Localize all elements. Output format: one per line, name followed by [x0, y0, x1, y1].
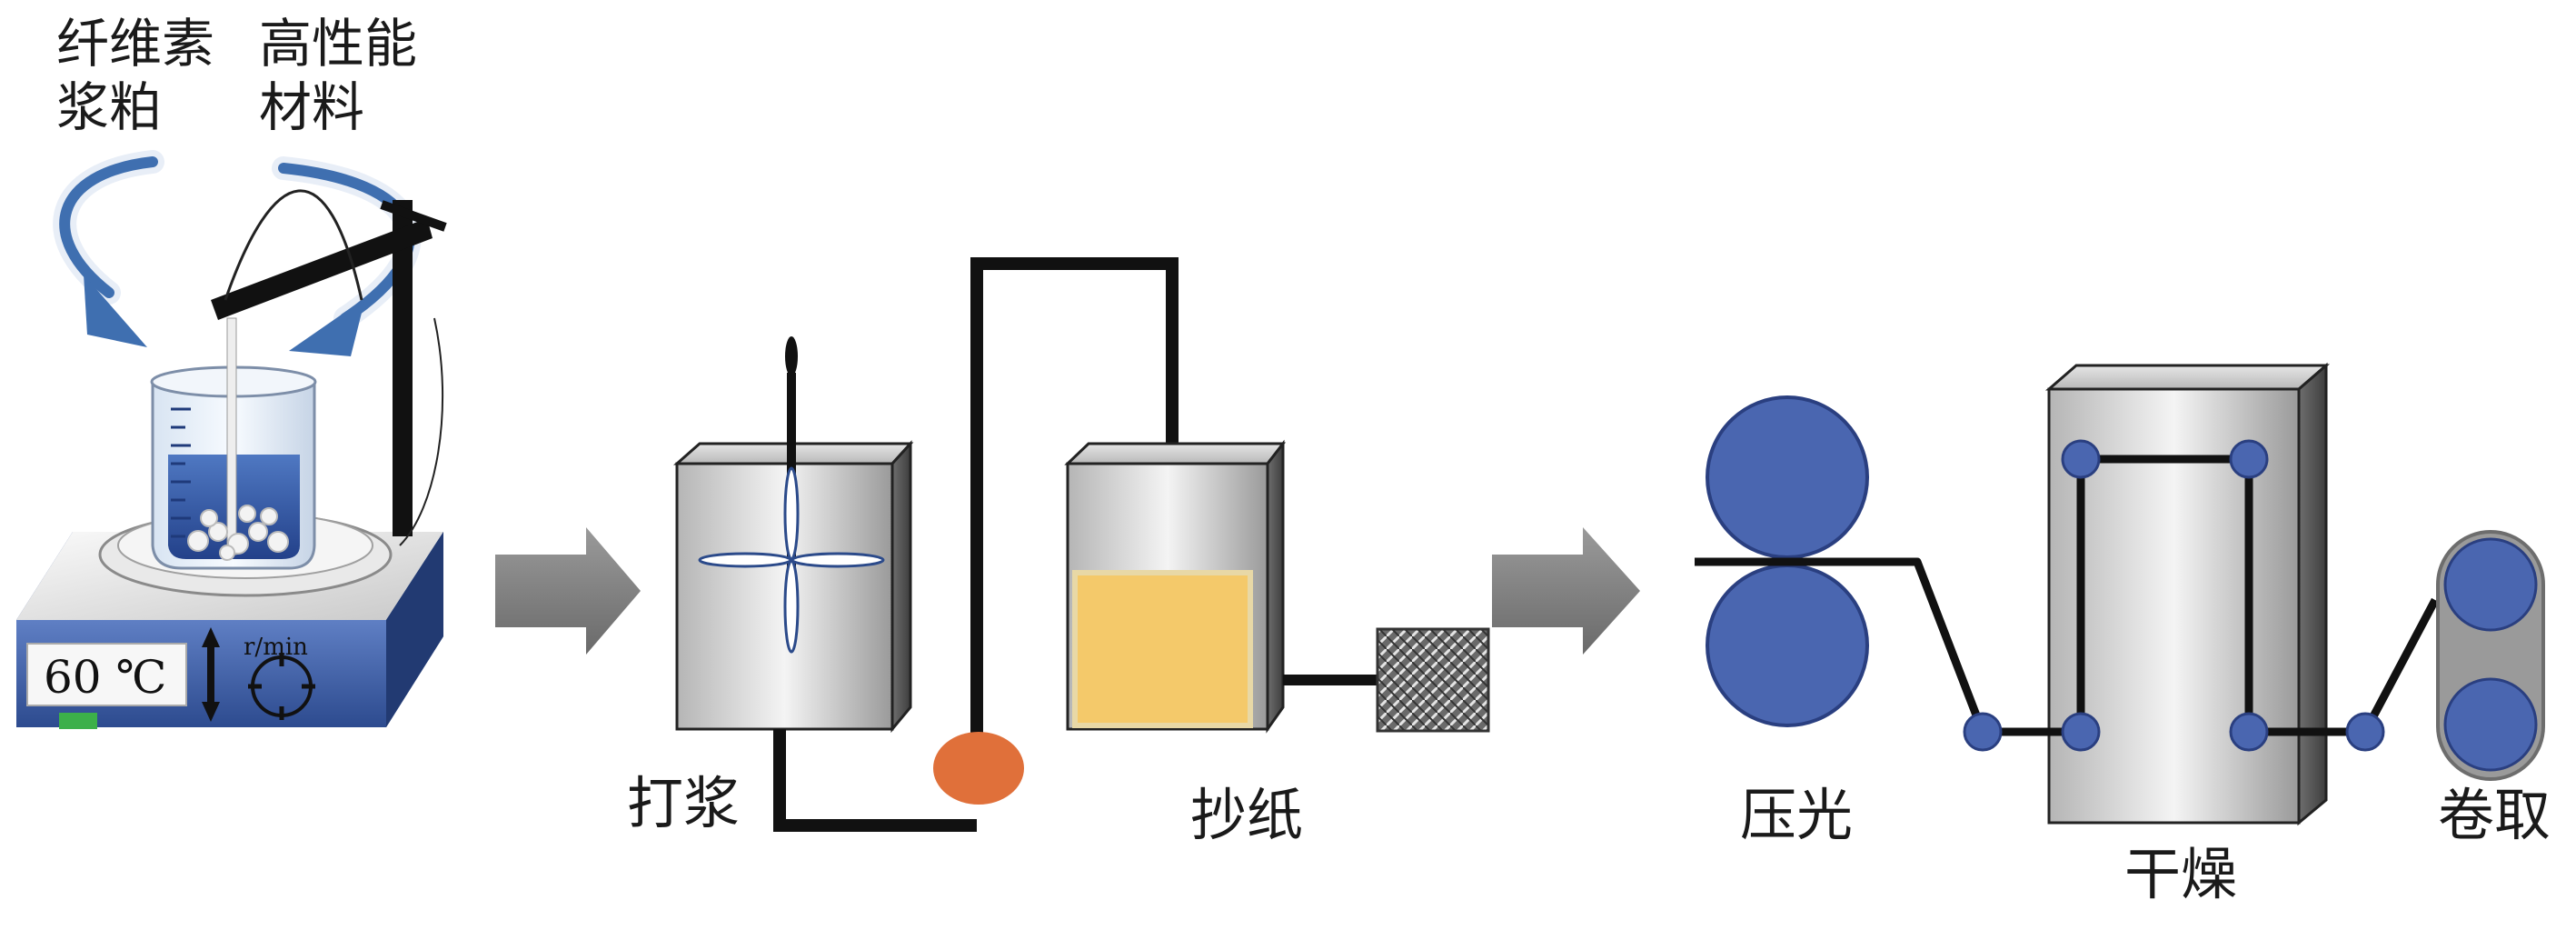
input-labels: 纤维素 浆粕 高性能 材料 [56, 13, 417, 138]
guide-roller-5 [2229, 712, 2269, 752]
guide-roller-2 [2061, 712, 2101, 752]
temperature-readout: 60 ℃ [44, 651, 166, 704]
reel-top [2443, 537, 2538, 632]
guide-rollers [1963, 439, 2385, 752]
magnetic-stirrer-heater: 60 ℃ r/min [16, 150, 447, 729]
calender-roller-bottom [1706, 564, 1869, 727]
clamp-arm [211, 218, 433, 320]
pump [933, 732, 1024, 805]
reel-bottom [2443, 677, 2538, 772]
process-arrow-2 [1492, 527, 1640, 655]
transfer-pipe [773, 257, 1179, 832]
agitator-blade-right [791, 552, 885, 568]
power-led [59, 713, 97, 729]
stirrer-shaft [226, 317, 237, 555]
fiber-particles [187, 505, 289, 561]
temperature-display [26, 643, 187, 706]
pulp-suspension [1072, 570, 1253, 728]
calender-roller-top [1706, 395, 1869, 559]
label-winding: 卷取 [2438, 782, 2551, 848]
temp-up-arrow[interactable] [202, 627, 220, 647]
label-drying: 干燥 [2124, 841, 2237, 907]
label-hp-material-1: 高性能 [259, 13, 417, 75]
guide-roller-6 [2345, 712, 2385, 752]
label-papermaking: 抄纸 [1190, 782, 1303, 848]
winding-reels [2436, 530, 2545, 781]
label-calendering: 压光 [1740, 782, 1853, 848]
label-beating: 打浆 [627, 770, 740, 836]
process-arrow-1 [495, 527, 641, 655]
guide-roller-1 [1963, 712, 2003, 752]
papermaking-tank [1064, 439, 1287, 734]
guide-roller-3 [2061, 439, 2101, 479]
agitator-blade-left [698, 552, 792, 568]
thermometer-wire [224, 189, 363, 301]
arrow-head-right [289, 298, 365, 356]
label-cellulose-pulp-1: 纤维素 [56, 13, 214, 75]
label-hp-material-2: 材料 [259, 76, 364, 138]
dryer [2044, 362, 2331, 826]
label-cellulose-pulp-2: 浆粕 [56, 76, 162, 138]
stand-rod [393, 200, 413, 536]
arrow-head-left [84, 275, 147, 347]
guide-roller-4 [2229, 439, 2269, 479]
forming-mesh [1376, 627, 1490, 733]
circular-arrow-left [53, 150, 164, 305]
calender-rollers [1706, 395, 1869, 727]
temp-down-arrow[interactable] [202, 702, 220, 722]
speed-knob[interactable] [248, 653, 315, 720]
beating-tank [673, 336, 914, 734]
